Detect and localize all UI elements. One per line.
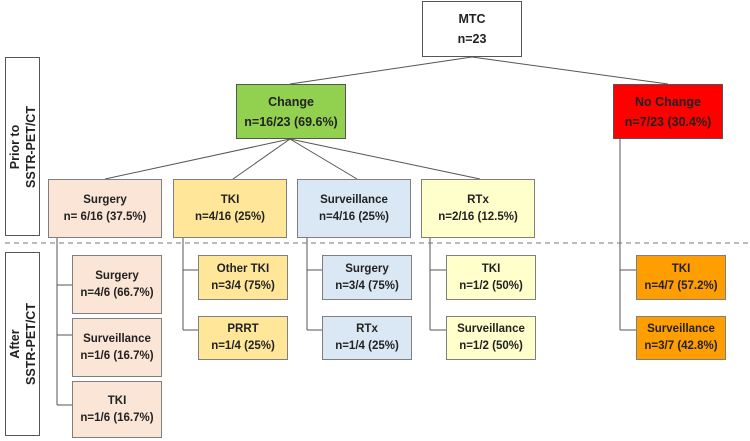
before-surgery-node: Surgery n= 6/16 (37.5%): [48, 179, 162, 238]
change-title: Change: [268, 94, 314, 109]
after-surgery-tki-node: TKI n=1/6 (16.7%): [72, 381, 162, 438]
after-rtx-surveillance-title: Surveillance: [457, 323, 525, 335]
before-rtx-count: n=2/16 (12.5%): [438, 210, 518, 223]
after-no-change-surveillance-count: n=3/7 (42.8%): [644, 340, 718, 352]
before-tki-title: TKI: [220, 193, 240, 206]
after-tki-other-title: Other TKI: [216, 262, 270, 275]
after-no-change-surveillance-title: Surveillance: [647, 323, 715, 335]
after-no-change-tki-title: TKI: [671, 262, 691, 275]
before-surgery-title: Surgery: [83, 193, 127, 206]
change-node: Change n=16/23 (69.6%): [236, 84, 346, 139]
root-title: MTC: [458, 12, 486, 26]
no-change-node: No Change n=7/23 (30.4%): [613, 84, 723, 139]
after-surgery-surgery-title: Surgery: [95, 269, 139, 282]
after-rtx-tki-node: TKI n=1/2 (50%): [446, 255, 536, 300]
after-rtx-surveillance-node: Surveillance n=1/2 (50%): [446, 316, 536, 360]
after-surveillance-rtx-title: RTx: [356, 323, 378, 335]
after-no-change-tki-node: TKI n=4/7 (57.2%): [636, 255, 726, 300]
after-surgery-surgery-node: Surgery n=4/6 (66.7%): [72, 255, 162, 314]
after-rtx-surveillance-count: n=1/2 (50%): [459, 340, 523, 352]
after-tki-prrt-count: n=1/4 (25%): [211, 340, 275, 352]
before-rtx-title: RTx: [467, 193, 489, 206]
after-surgery-tki-count: n=1/6 (16.7%): [80, 411, 154, 424]
after-tki-prrt-node: PRRT n=1/4 (25%): [198, 316, 288, 360]
before-rtx-node: RTx n=2/16 (12.5%): [421, 179, 535, 238]
before-surgery-count: n= 6/16 (37.5%): [63, 210, 147, 223]
root-node: MTC n=23: [422, 1, 522, 57]
before-surveillance-node: Surveillance n=4/16 (25%): [297, 179, 411, 238]
after-tki-prrt-title: PRRT: [227, 323, 259, 335]
after-surgery-surgery-count: n=4/6 (66.7%): [80, 286, 154, 299]
after-surveillance-surgery-title: Surgery: [345, 262, 389, 275]
after-surgery-surveillance-title: Surveillance: [83, 332, 151, 345]
change-count: n=16/23 (69.6%): [244, 114, 338, 129]
after-surgery-surveillance-count: n=1/6 (16.7%): [80, 349, 154, 362]
no-change-count: n=7/23 (30.4%): [624, 114, 712, 129]
after-surveillance-surgery-node: Surgery n=3/4 (75%): [322, 255, 412, 300]
before-tki-count: n=4/16 (25%): [195, 210, 265, 223]
before-tki-node: TKI n=4/16 (25%): [173, 179, 287, 238]
after-surveillance-rtx-count: n=1/4 (25%): [335, 340, 399, 352]
no-change-title: No Change: [635, 94, 701, 109]
before-surveillance-title: Surveillance: [320, 193, 388, 206]
before-surveillance-count: n=4/16 (25%): [319, 210, 389, 223]
after-no-change-tki-count: n=4/7 (57.2%): [644, 279, 718, 292]
after-surveillance-rtx-node: RTx n=1/4 (25%): [322, 316, 412, 360]
after-tki-other-node: Other TKI n=3/4 (75%): [198, 255, 288, 300]
root-count: n=23: [457, 32, 487, 46]
after-tki-other-count: n=3/4 (75%): [211, 279, 275, 292]
after-rtx-tki-title: TKI: [481, 262, 501, 275]
after-no-change-surveillance-node: Surveillance n=3/7 (42.8%): [636, 316, 726, 360]
after-surveillance-surgery-count: n=3/4 (75%): [335, 279, 399, 292]
after-surgery-tki-title: TKI: [107, 394, 127, 407]
after-surgery-surveillance-node: Surveillance n=1/6 (16.7%): [72, 318, 162, 377]
after-rtx-tki-count: n=1/2 (50%): [459, 279, 523, 292]
